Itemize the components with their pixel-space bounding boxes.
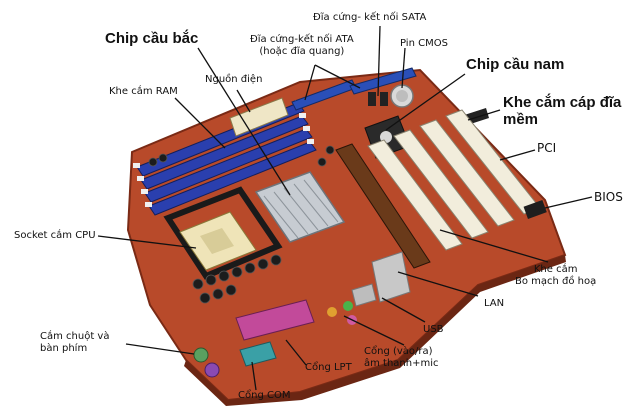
- label-lan: LAN: [484, 298, 505, 309]
- label-ata-line2: (hoặc đĩa quang): [259, 46, 345, 57]
- label-pci: PCI: [537, 141, 557, 155]
- power-connector: [229, 97, 289, 137]
- lpt-port: [235, 299, 315, 341]
- com-port: [239, 341, 277, 367]
- label-graphics-slot: Khe cắm Bo mạch đồ hoạ: [515, 264, 596, 288]
- ide-connector-2: [349, 67, 417, 95]
- sata-connectors: [368, 92, 388, 106]
- label-cmos-battery: Pin CMOS: [400, 38, 448, 49]
- label-lpt: Cổng LPT: [305, 362, 352, 373]
- bios-chip: [523, 199, 547, 219]
- label-graphics-line1: Khe cắm: [533, 264, 578, 275]
- label-power: Nguồn điện: [205, 74, 263, 85]
- audio-jacks: [327, 301, 357, 325]
- label-usb: USB: [423, 324, 444, 335]
- label-com: Cổng COM: [238, 390, 291, 401]
- label-bios: BIOS: [594, 190, 623, 204]
- label-north-bridge: Chip cầu bắc: [105, 30, 199, 47]
- label-mouse-keyboard: Cắm chuột và bàn phím: [40, 331, 109, 355]
- label-graphics-line2: Bo mạch đồ hoạ: [515, 276, 597, 287]
- label-mouse-line2: bàn phím: [40, 343, 88, 354]
- ps2-mouse-port: [193, 347, 209, 363]
- label-ata-line1: Đĩa cứng-kết nối ATA: [250, 34, 354, 45]
- label-floppy-line2: mềm: [503, 111, 539, 128]
- pcb-edge-shadow: [184, 255, 566, 406]
- label-sata: Đĩa cứng- kết nối SATA: [313, 12, 427, 23]
- label-south-bridge: Chip cầu nam: [466, 56, 565, 73]
- ps2-keyboard-port: [204, 362, 220, 378]
- label-ram-slot: Khe cắm RAM: [109, 86, 178, 97]
- label-ata: Đĩa cứng-kết nối ATA (hoặc đĩa quang): [250, 34, 354, 58]
- label-audio-line1: Cổng (vào/ra): [364, 346, 433, 357]
- pointer-lines: [97, 25, 593, 391]
- label-audio: Cổng (vào/ra) âm thanh+mic: [364, 346, 439, 370]
- label-floppy-connector: Khe cắm cáp đĩa mềm: [503, 94, 621, 128]
- agp-slot: [335, 143, 431, 269]
- capacitors: [148, 145, 335, 304]
- label-cpu-socket: Socket cắm CPU: [14, 230, 96, 241]
- pci-slots: [367, 109, 541, 251]
- cpu-retention-frame: [163, 186, 283, 280]
- label-mouse-line1: Cắm chuột và: [40, 331, 110, 342]
- usb-lan-block: [371, 251, 411, 303]
- label-floppy-line1: Khe cắm cáp đĩa: [503, 94, 622, 111]
- label-audio-line2: âm thanh+mic: [364, 358, 439, 369]
